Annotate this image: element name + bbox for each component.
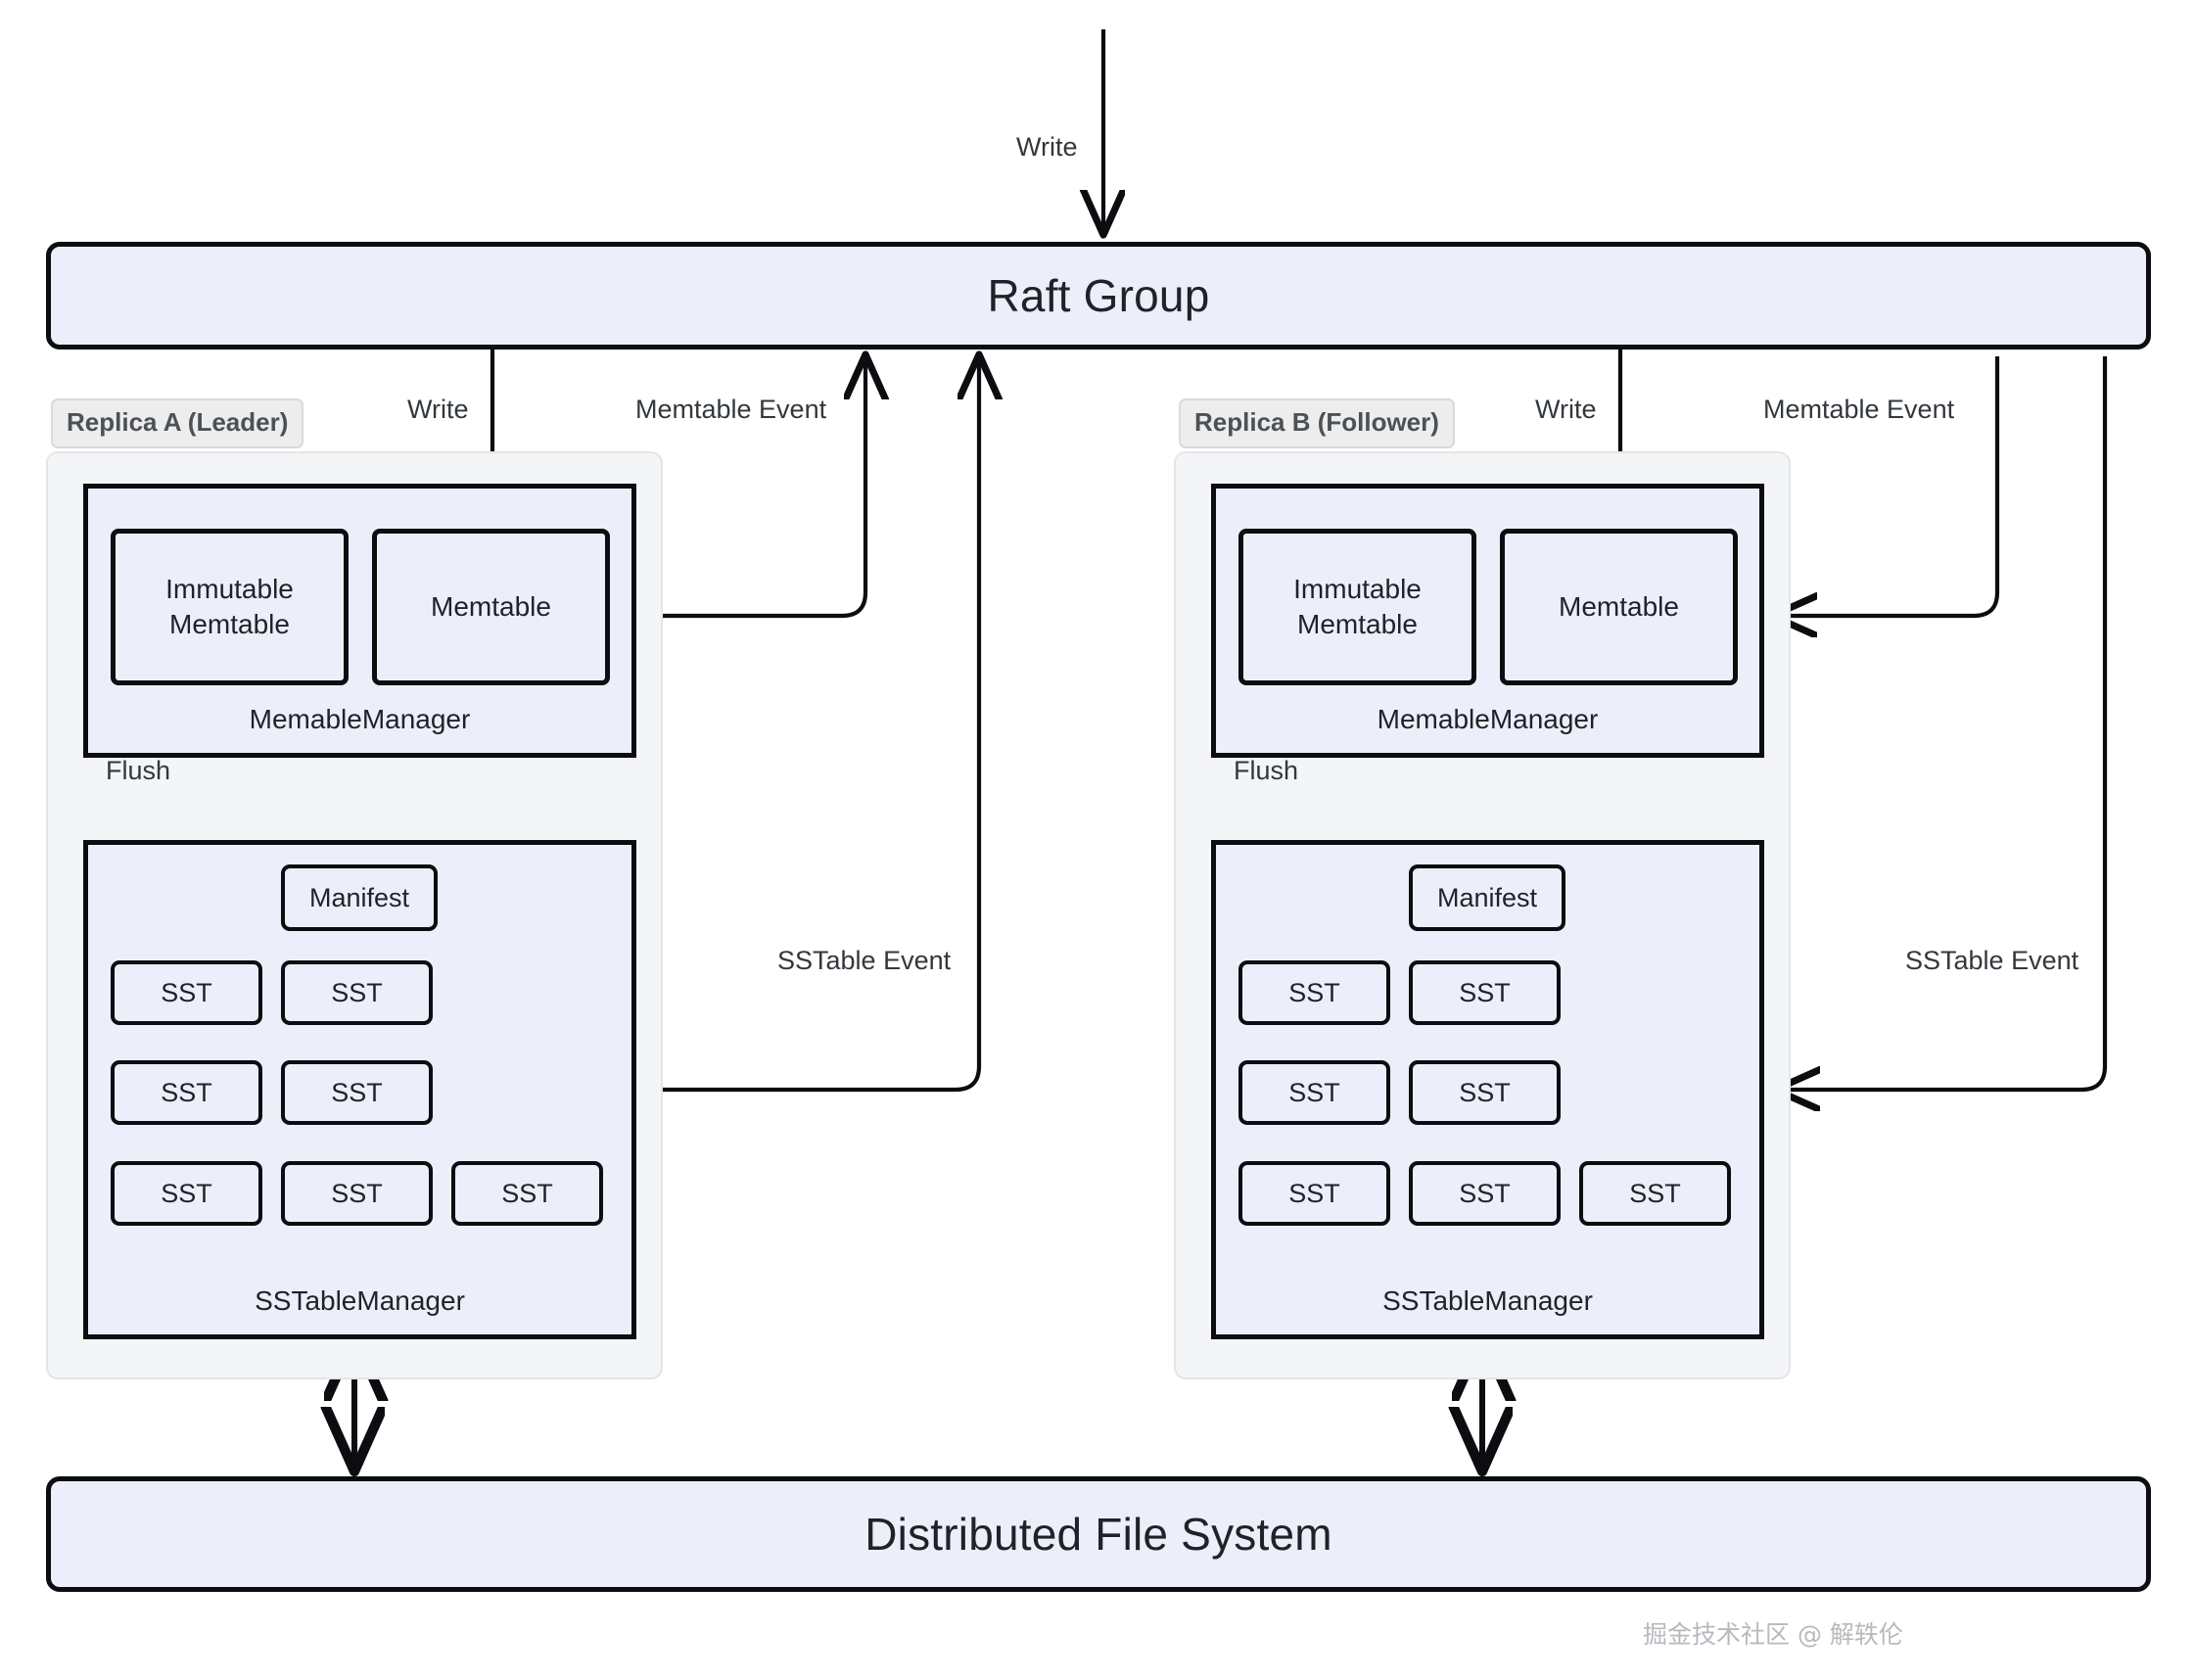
replica-a-immutable-memtable-line2: Memtable <box>169 609 290 639</box>
sst-label: SST <box>1629 1178 1681 1208</box>
replica-a-sstable-event-label: SSTable Event <box>773 946 956 976</box>
replica-b-flush-label: Flush <box>1234 756 1299 785</box>
replica-b-sst[interactable]: SST <box>1238 1060 1390 1125</box>
replica-a-sst[interactable]: SST <box>451 1161 603 1226</box>
replica-a-cluster-label: Replica A (Leader) <box>51 398 304 448</box>
distributed-file-system-label: Distributed File System <box>864 1509 1332 1560</box>
sst-label: SST <box>161 977 212 1007</box>
watermark: 掘金技术社区 @ 解轶伦 <box>1643 1620 1903 1649</box>
replica-b-cluster-label: Replica B (Follower) <box>1179 398 1455 448</box>
replica-b-memtable-label: Memtable <box>1559 591 1679 623</box>
sst-label: SST <box>1288 1077 1340 1107</box>
replica-a-sst[interactable]: SST <box>111 1161 262 1226</box>
replica-a-immutable-memtable[interactable]: Immutable Memtable <box>111 529 349 685</box>
replica-b-sst[interactable]: SST <box>1409 1161 1561 1226</box>
sst-label: SST <box>1288 977 1340 1007</box>
replica-a-sst[interactable]: SST <box>111 1060 262 1125</box>
replica-b-sst[interactable]: SST <box>1409 1060 1561 1125</box>
sst-label: SST <box>161 1077 212 1107</box>
replica-b-sst[interactable]: SST <box>1409 960 1561 1025</box>
replica-a-sstable-manager-title: SSTableManager <box>255 1285 465 1316</box>
replica-a-manifest[interactable]: Manifest <box>281 864 438 931</box>
replica-b-memtable-event-label: Memtable Event <box>1759 395 1959 425</box>
replica-b-immutable-memtable-line2: Memtable <box>1297 609 1418 639</box>
replica-b-sst[interactable]: SST <box>1238 960 1390 1025</box>
distributed-file-system-node[interactable]: Distributed File System <box>46 1476 2151 1592</box>
replica-a-write-label: Write <box>403 395 473 425</box>
replica-b-immutable-memtable[interactable]: Immutable Memtable <box>1238 529 1476 685</box>
sst-label: SST <box>501 1178 553 1208</box>
sst-label: SST <box>331 977 383 1007</box>
replica-a-manifest-label: Manifest <box>308 882 410 912</box>
replica-b-write-label: Write <box>1531 395 1601 425</box>
replica-b-immutable-memtable-line1: Immutable <box>1293 574 1422 605</box>
sst-label: SST <box>161 1178 212 1208</box>
replica-b-manifest-label: Manifest <box>1436 882 1538 912</box>
replica-b-memable-manager-title: MemableManager <box>1377 704 1599 734</box>
replica-b-sstable-manager-title: SSTableManager <box>1382 1285 1593 1316</box>
replica-a-sst[interactable]: SST <box>281 1161 433 1226</box>
replica-a-sst[interactable]: SST <box>281 1060 433 1125</box>
edge-a-sstable-event <box>636 356 979 1093</box>
replica-a-memtable-label: Memtable <box>431 591 551 623</box>
replica-a-flush-label: Flush <box>106 756 171 785</box>
sst-label: SST <box>331 1178 383 1208</box>
edge-b-sstable-event <box>1777 356 2108 1090</box>
raft-group-node[interactable]: Raft Group <box>46 242 2151 350</box>
sst-label: SST <box>331 1077 383 1107</box>
replica-b-sst[interactable]: SST <box>1238 1161 1390 1226</box>
replica-a-memtable[interactable]: Memtable <box>372 529 610 685</box>
external-write-label: Write <box>1012 132 1082 163</box>
replica-a-sst[interactable]: SST <box>281 960 433 1025</box>
replica-a-memable-manager-title: MemableManager <box>249 704 471 734</box>
sst-label: SST <box>1459 1178 1511 1208</box>
sst-label: SST <box>1459 1077 1511 1107</box>
replica-b-manifest[interactable]: Manifest <box>1409 864 1565 931</box>
replica-a-immutable-memtable-line1: Immutable <box>165 574 294 605</box>
replica-b-sst[interactable]: SST <box>1579 1161 1731 1226</box>
sst-label: SST <box>1288 1178 1340 1208</box>
replica-b-sstable-event-label: SSTable Event <box>1901 946 2083 976</box>
replica-b-memtable[interactable]: Memtable <box>1500 529 1738 685</box>
raft-group-label: Raft Group <box>987 270 1210 321</box>
replica-a-sst[interactable]: SST <box>111 960 262 1025</box>
sst-label: SST <box>1459 977 1511 1007</box>
replica-a-memtable-event-label: Memtable Event <box>631 395 831 425</box>
